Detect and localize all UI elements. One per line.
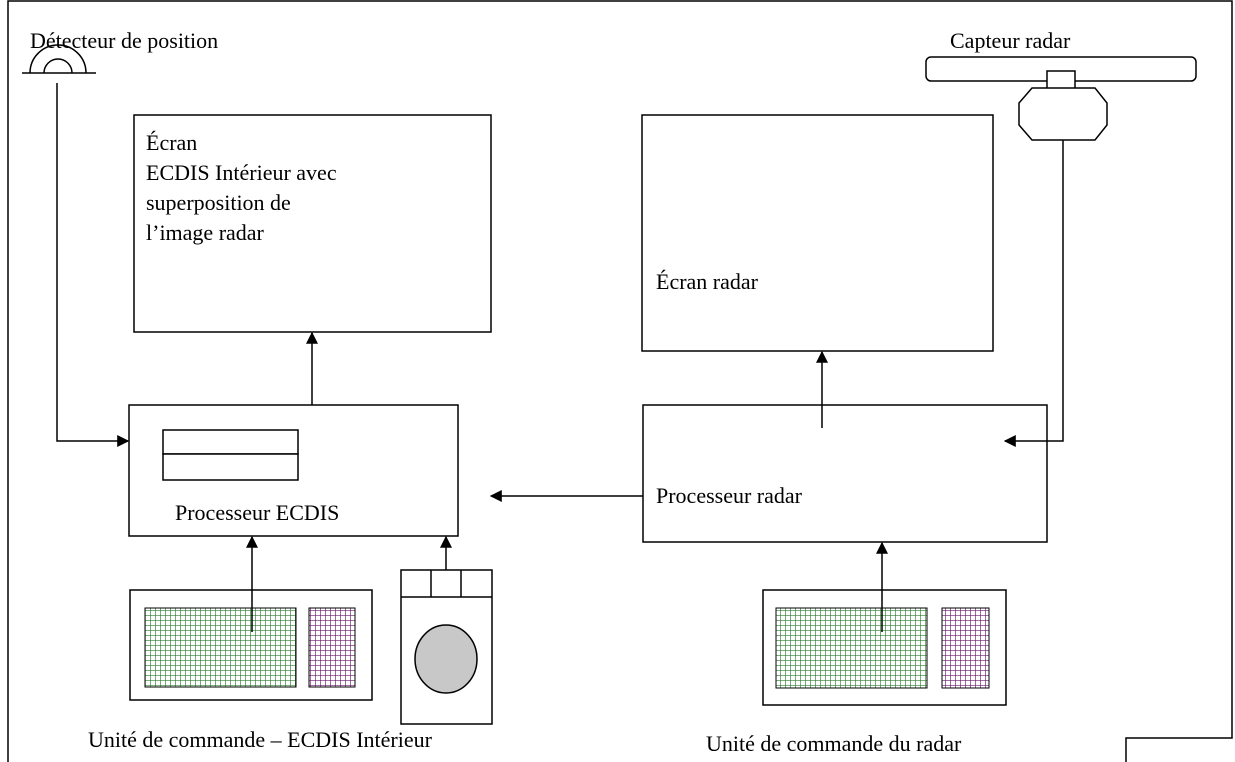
radar-processor-label: Processeur radar bbox=[656, 483, 803, 508]
position-detector-antenna-icon bbox=[22, 44, 96, 74]
ecdis-trackball-icon bbox=[400, 569, 493, 725]
radar-keyboard-main-keys bbox=[775, 607, 928, 689]
ecdis-screen-label-line-4: l’image radar bbox=[146, 220, 265, 245]
ecdis-screen-label-line-1: Écran bbox=[146, 130, 197, 155]
radar-processor bbox=[642, 404, 1048, 543]
ecdis-processor-drive-bottom bbox=[162, 453, 299, 481]
ecdis-screen-label-line-3: superposition de bbox=[146, 190, 291, 215]
ecdis-keyboard-main-keys bbox=[144, 607, 297, 688]
position-detector-label: Détecteur de position bbox=[30, 28, 218, 53]
ecdis-keyboard-numpad bbox=[308, 607, 356, 688]
ecdis-screen-label-line-2: ECDIS Intérieur avec bbox=[146, 160, 337, 185]
radar-control-unit-label: Unité de commande du radar bbox=[706, 731, 962, 756]
position-detector-to-ecdis-processor-arrow bbox=[56, 83, 130, 447]
inland-ecdis-screen bbox=[133, 114, 492, 333]
ecdis-processor-drive-top bbox=[162, 429, 299, 455]
ecdis-processor-label: Processeur ECDIS bbox=[175, 500, 339, 525]
outer-frame bbox=[7, 0, 1233, 762]
radar-screen-label: Écran radar bbox=[656, 269, 759, 294]
radar-sensor-icon bbox=[925, 56, 1197, 141]
ecdis-control-unit-label: Unité de commande – ECDIS Intérieur bbox=[88, 727, 433, 752]
radar-sensor-label: Capteur radar bbox=[950, 28, 1071, 53]
radar-screen bbox=[641, 114, 994, 352]
radar-sensor-to-radar-processor-arrow bbox=[1003, 140, 1064, 447]
radar-keyboard-numpad bbox=[941, 607, 990, 689]
